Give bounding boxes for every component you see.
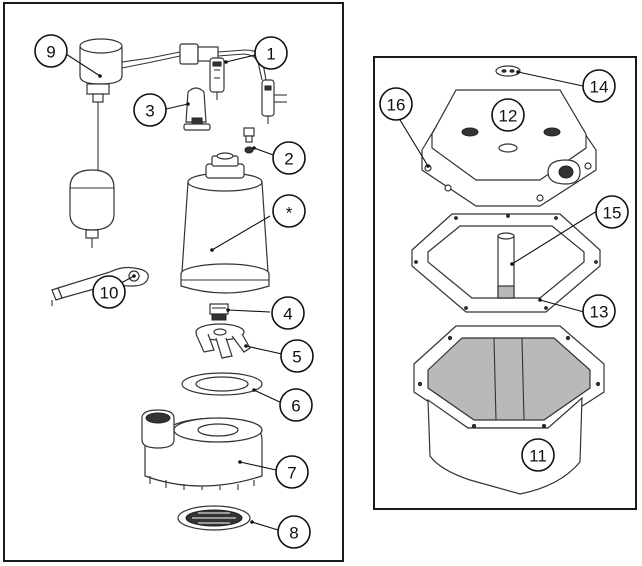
callout-15-label: 15 [603,204,622,223]
pump-volute [141,409,263,490]
callout-14-label: 14 [590,78,609,97]
callout-8: 8 [277,515,311,549]
callout-11: 11 [521,438,555,472]
callout-8-label: 8 [289,524,298,543]
callout-3: 3 [133,93,167,127]
basin-assembly-frame [373,56,637,510]
screw-and-washer [243,127,255,154]
callout-5-label: 5 [292,348,301,367]
piggyback-plug [209,57,225,100]
discharge-pipe [497,232,515,299]
callout-13: 13 [582,294,616,328]
callout-14: 14 [582,69,616,103]
callout-16-label: 16 [387,96,406,115]
callout-1-label: 1 [266,45,275,64]
float-ball [69,169,115,248]
impeller [195,323,251,359]
callout-12-label: 12 [499,107,518,126]
callout-9: 9 [34,34,68,68]
callout-star: * [272,194,306,228]
callout-7: 7 [275,455,309,489]
callout-3-label: 3 [145,102,154,121]
motor-housing [180,152,270,294]
callout-7-label: 7 [287,464,296,483]
callout-12: 12 [491,98,525,132]
callout-9-label: 9 [46,43,55,62]
volute-gasket [181,372,263,396]
callout-6: 6 [279,388,313,422]
callout-10-label: 10 [100,284,119,303]
callout-4: 4 [271,296,305,330]
pump-assembly-frame [3,2,344,562]
callout-10: 10 [92,275,126,309]
basin-cover [421,89,597,207]
callout-15: 15 [595,195,629,229]
callout-11-label: 11 [529,447,547,466]
callout-13-label: 13 [590,303,609,322]
basin-cover-plug [495,65,521,77]
callout-5: 5 [280,339,314,373]
callout-2: 2 [272,141,306,175]
sump-basin [413,325,605,495]
callout-6-label: 6 [291,397,300,416]
callout-1: 1 [254,36,288,70]
cord-clip [183,87,211,131]
shaft-coupling [209,303,229,321]
callout-2-label: 2 [284,150,293,169]
leader-lines [65,53,598,531]
inlet-screen [177,505,251,531]
callout-4-label: 4 [283,305,292,324]
callout-star-label: * [286,204,293,223]
callout-16: 16 [379,87,413,121]
float-switch-housing [79,38,123,170]
